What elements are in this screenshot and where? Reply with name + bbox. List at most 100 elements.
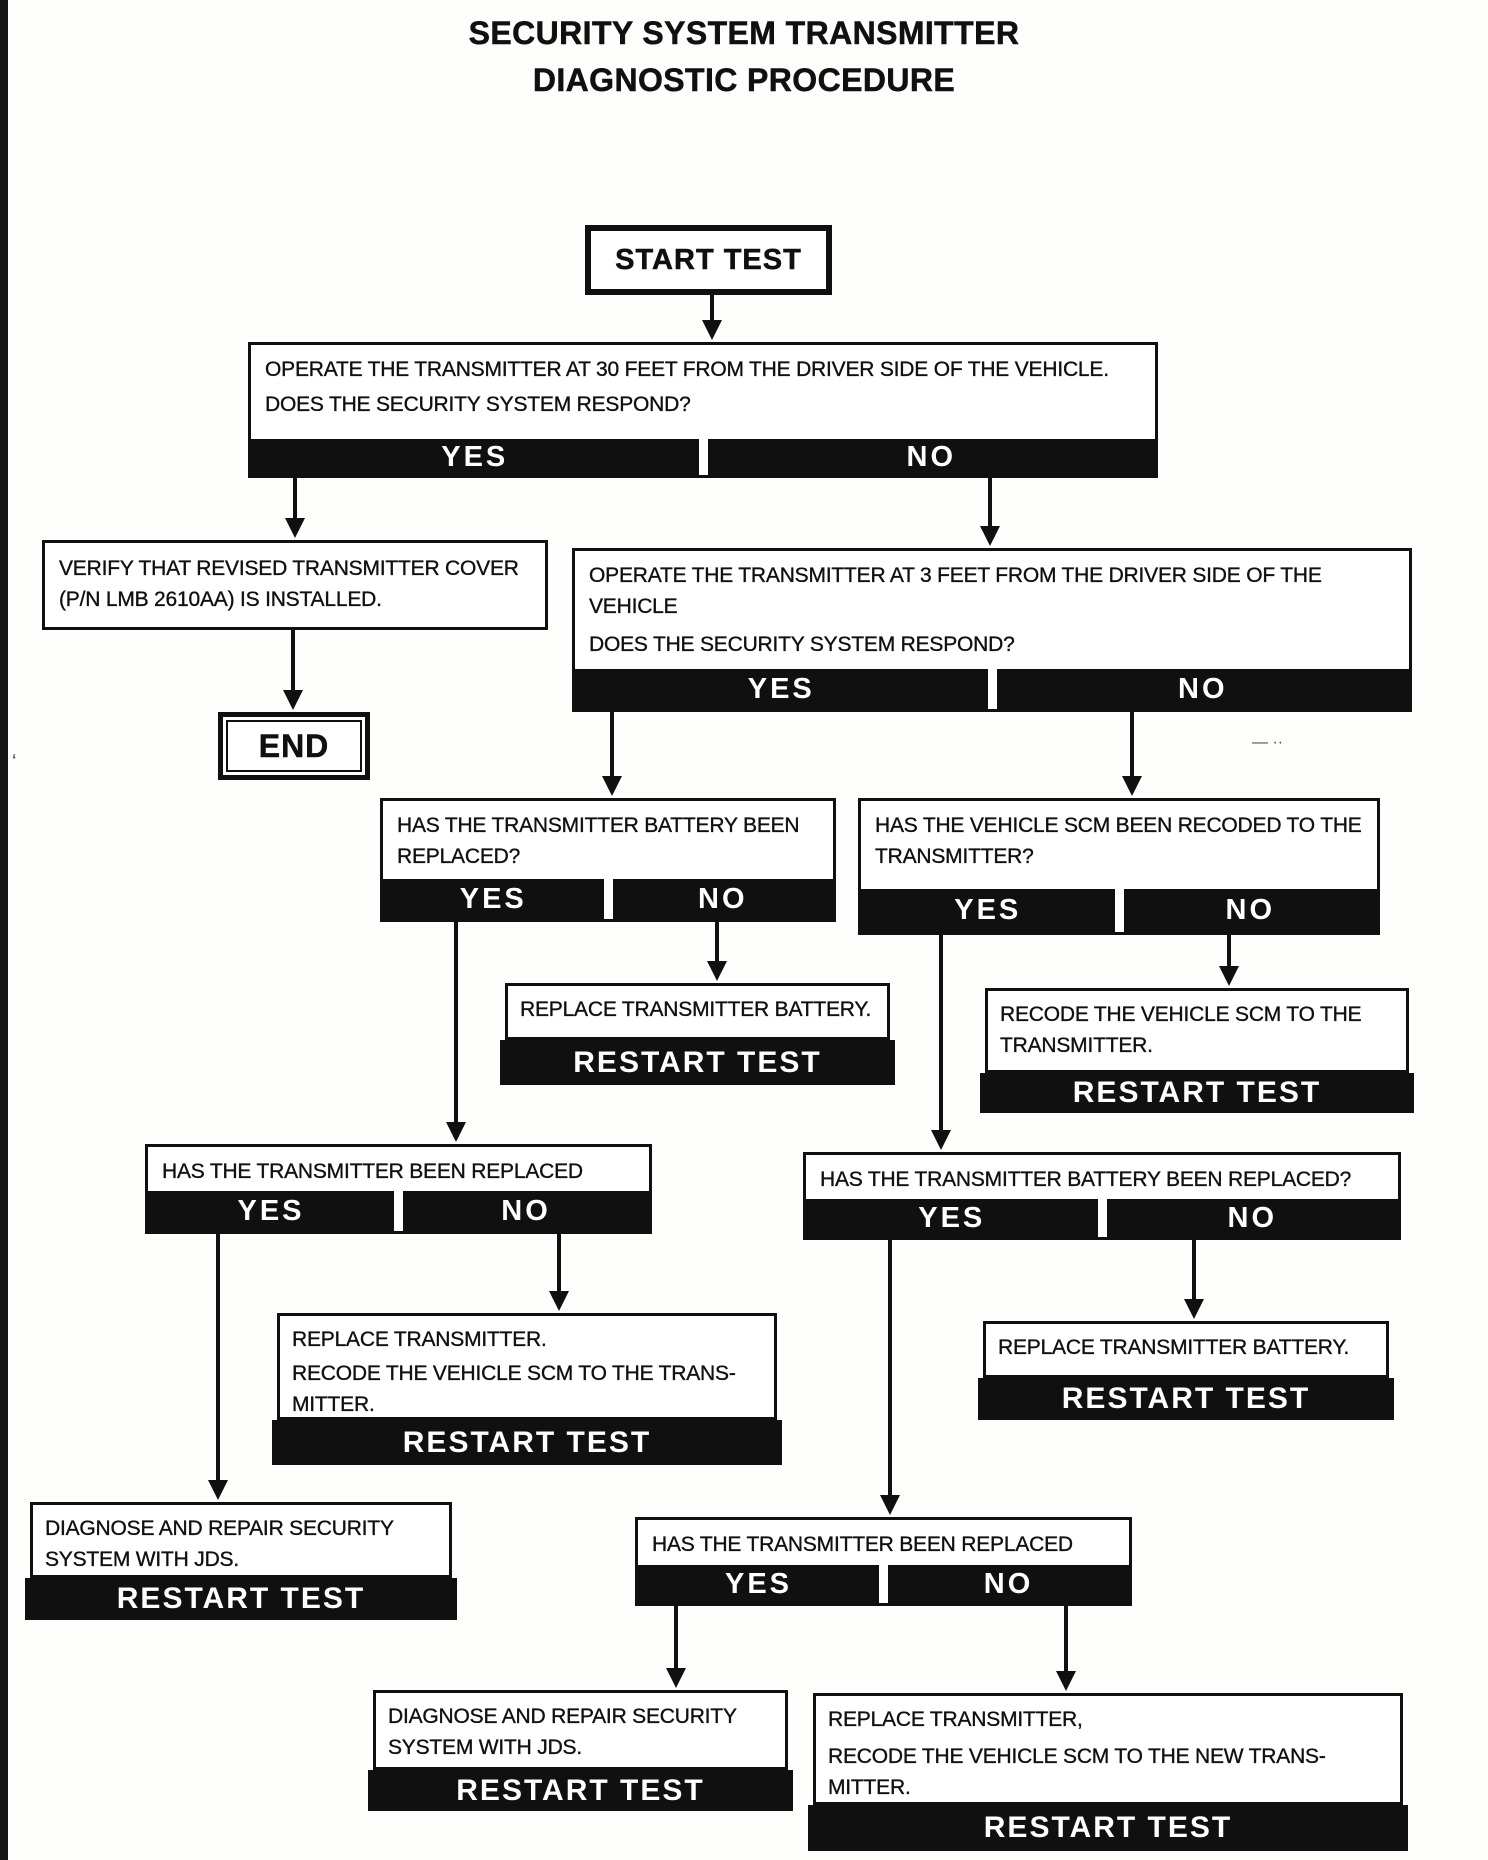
restart-test-bar: RESTART TEST xyxy=(980,1073,1414,1113)
q-battery-left-text: HAS THE TRANSMITTER BATTERY BEEN REPLACE… xyxy=(383,801,833,879)
restart-test-label: RESTART TEST xyxy=(1061,1382,1311,1415)
yes-label: YES xyxy=(459,882,527,915)
q-scm-recoded-text: HAS THE VEHICLE SCM BEEN RECODED TO THE … xyxy=(861,801,1377,889)
no-label: NO xyxy=(698,882,748,915)
connector-qtransmitter-bottom-no-to-replace-transmitter-new xyxy=(1064,1606,1068,1673)
q-battery-left-node: HAS THE TRANSMITTER BATTERY BEEN REPLACE… xyxy=(380,798,836,922)
replace-transmitter-new-text: REPLACE TRANSMITTER, RECODE THE VEHICLE … xyxy=(813,1693,1403,1805)
connector-qbattery-left-no-to-replace-battery-left xyxy=(715,922,719,963)
connector-qbattery-left-yes-to-qtransmitter-left xyxy=(454,922,458,1124)
arrow-down-head xyxy=(285,518,305,538)
action-line: TRANSMITTER. xyxy=(1000,1034,1153,1057)
arrow-down-head xyxy=(1184,1299,1204,1319)
replace-transmitter-text: REPLACE TRANSMITTER. RECODE THE VEHICLE … xyxy=(277,1313,777,1420)
connector-verify-to-end xyxy=(291,630,295,692)
q-transmitter-bottom-yes-bar: YES xyxy=(638,1565,879,1603)
action-line: DIAGNOSE AND REPAIR SECURITY xyxy=(388,1705,737,1728)
q-30ft-text: OPERATE THE TRANSMITTER AT 30 FEET FROM … xyxy=(251,345,1155,439)
connector-qbattery-right-yes-to-qtransmitter-bottom xyxy=(888,1240,892,1497)
q-3ft-branch-bar: YES NO xyxy=(575,669,1409,709)
question-line: HAS THE TRANSMITTER BEEN REPLACED xyxy=(652,1533,1073,1556)
no-label: NO xyxy=(906,440,956,473)
action-line: MITTER. xyxy=(292,1393,375,1416)
arrow-down-head xyxy=(880,1495,900,1515)
recode-scm-node: RECODE THE VEHICLE SCM TO THE TRANSMITTE… xyxy=(980,988,1414,1113)
q-3ft-node: OPERATE THE TRANSMITTER AT 3 FEET FROM T… xyxy=(572,548,1412,712)
arrow-down-head xyxy=(707,961,727,981)
question-line: HAS THE TRANSMITTER BATTERY BEEN REPLACE… xyxy=(820,1168,1352,1191)
replace-battery-left-text: REPLACE TRANSMITTER BATTERY. xyxy=(505,983,890,1040)
arrow-down-head xyxy=(702,320,722,340)
question-line: TRANSMITTER? xyxy=(875,845,1034,868)
arrow-down-head xyxy=(931,1130,951,1150)
replace-battery-right-text: REPLACE TRANSMITTER BATTERY. xyxy=(983,1321,1389,1378)
yes-label: YES xyxy=(237,1194,305,1227)
replace-transmitter-new-node: REPLACE TRANSMITTER, RECODE THE VEHICLE … xyxy=(808,1693,1408,1851)
yes-label: YES xyxy=(441,440,509,473)
question-line: DOES THE SECURITY SYSTEM RESPOND? xyxy=(589,633,1015,656)
action-line: DIAGNOSE AND REPAIR SECURITY xyxy=(45,1517,394,1540)
q-battery-left-branch-bar: YES NO xyxy=(383,879,833,919)
arrow-down-head xyxy=(1056,1671,1076,1691)
q-30ft-node: OPERATE THE TRANSMITTER AT 30 FEET FROM … xyxy=(248,342,1158,478)
action-line: SYSTEM WITH JDS. xyxy=(388,1736,583,1759)
arrow-down-head xyxy=(1219,966,1239,986)
no-label: NO xyxy=(1178,672,1228,705)
q-scm-recoded-no-bar: NO xyxy=(1123,889,1377,932)
question-line: OPERATE THE TRANSMITTER AT 3 FEET FROM T… xyxy=(589,564,1322,587)
q-transmitter-left-branch-bar: YES NO xyxy=(148,1191,649,1231)
yes-label: YES xyxy=(918,1201,986,1234)
diagnose-bottom-node: DIAGNOSE AND REPAIR SECURITY SYSTEM WITH… xyxy=(368,1690,793,1811)
diagnose-bottom-text: DIAGNOSE AND REPAIR SECURITY SYSTEM WITH… xyxy=(373,1690,788,1770)
q-battery-left-no-bar: NO xyxy=(612,879,833,919)
no-label: NO xyxy=(1227,1201,1277,1234)
restart-test-label: RESTART TEST xyxy=(456,1773,705,1807)
scan-artifact-dash: — ·· xyxy=(1252,734,1284,751)
yes-label: YES xyxy=(724,1567,793,1600)
end-label: END xyxy=(258,727,330,764)
q-battery-right-text: HAS THE TRANSMITTER BATTERY BEEN REPLACE… xyxy=(806,1155,1398,1199)
start-test-node: START TEST xyxy=(585,225,832,295)
arrow-down-head xyxy=(1122,776,1142,796)
yes-label: YES xyxy=(954,894,1022,926)
question-line: HAS THE VEHICLE SCM BEEN RECODED TO THE xyxy=(875,814,1362,837)
arrow-down-head xyxy=(549,1291,569,1311)
q-30ft-no-bar: NO xyxy=(707,439,1155,475)
restart-test-label: RESTART TEST xyxy=(116,1582,366,1615)
scan-edge-artifact xyxy=(0,0,8,1860)
q-battery-right-no-bar: NO xyxy=(1106,1199,1398,1237)
restart-test-label: RESTART TEST xyxy=(573,1045,822,1079)
restart-test-bar: RESTART TEST xyxy=(978,1378,1394,1420)
restart-test-bar: RESTART TEST xyxy=(500,1040,895,1085)
action-line: RECODE THE VEHICLE SCM TO THE xyxy=(1000,1003,1362,1026)
q-transmitter-left-no-bar: NO xyxy=(403,1191,649,1231)
action-line: REPLACE TRANSMITTER BATTERY. xyxy=(520,998,872,1021)
q-transmitter-left-yes-bar: YES xyxy=(148,1191,394,1231)
q-30ft-yes-bar: YES xyxy=(251,439,699,475)
question-line: OPERATE THE TRANSMITTER AT 30 FEET FROM … xyxy=(265,358,1109,381)
action-line: REPLACE TRANSMITTER. xyxy=(292,1328,547,1351)
scan-artifact-tick: ʻ xyxy=(12,752,17,774)
q-3ft-no-bar: NO xyxy=(996,669,1409,709)
restart-test-label: RESTART TEST xyxy=(1072,1076,1322,1109)
arrow-down-head xyxy=(602,776,622,796)
connector-qbattery-right-no-to-replace-battery-right xyxy=(1192,1240,1196,1301)
no-label: NO xyxy=(983,1567,1034,1600)
diagnose-left-text: DIAGNOSE AND REPAIR SECURITY SYSTEM WITH… xyxy=(30,1502,452,1578)
page-title: SECURITY SYSTEM TRANSMITTER DIAGNOSTIC P… xyxy=(0,10,1488,104)
q-transmitter-left-node: HAS THE TRANSMITTER BEEN REPLACED YES NO xyxy=(145,1144,652,1234)
restart-test-bar: RESTART TEST xyxy=(368,1770,793,1811)
end-inner-frame: END xyxy=(226,720,362,772)
q-3ft-text: OPERATE THE TRANSMITTER AT 3 FEET FROM T… xyxy=(575,551,1409,669)
connector-qscm-yes-to-qbattery-right xyxy=(939,935,943,1132)
connector-q3ft-no-to-qscm xyxy=(1130,712,1134,778)
replace-transmitter-node: REPLACE TRANSMITTER. RECODE THE VEHICLE … xyxy=(272,1313,782,1465)
connector-q30ft-yes-to-verify xyxy=(293,478,297,520)
end-node: END xyxy=(218,712,370,780)
arrow-down-head xyxy=(208,1480,228,1500)
arrow-down-head xyxy=(283,690,303,710)
arrow-down-head xyxy=(980,526,1000,546)
question-line: HAS THE TRANSMITTER BEEN REPLACED xyxy=(162,1160,583,1183)
q-scm-recoded-yes-bar: YES xyxy=(861,889,1115,932)
